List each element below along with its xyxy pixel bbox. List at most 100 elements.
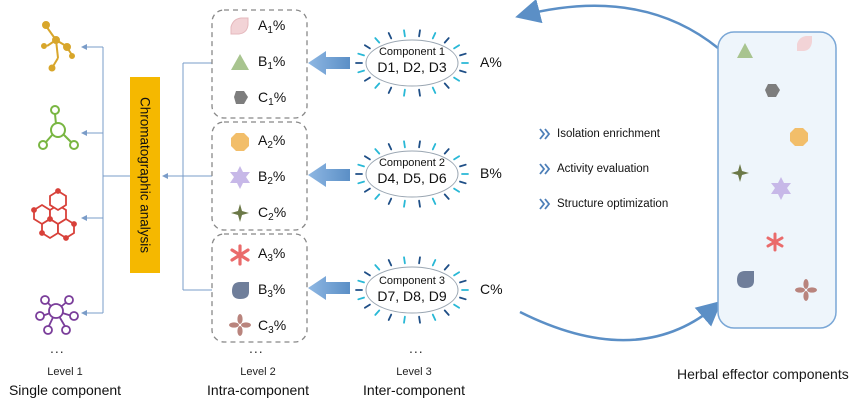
- sun-ray: [453, 187, 461, 193]
- sun-ray: [418, 256, 421, 265]
- clover-icon: [795, 279, 817, 301]
- sun-ray: [453, 44, 461, 50]
- sun-ray: [431, 197, 437, 205]
- sun-ray: [357, 163, 365, 168]
- sun-ray: [363, 76, 371, 82]
- molecule-red-icon: [31, 188, 77, 241]
- sun-ray: [453, 155, 461, 161]
- component-2-arrow: [308, 163, 350, 187]
- sun-ray: [431, 86, 437, 94]
- sun-ray: [387, 32, 393, 40]
- sun-ray: [363, 303, 371, 309]
- drop-icon: [737, 271, 754, 288]
- component-3-title: Component 3: [378, 275, 446, 287]
- petal-icon: [797, 36, 812, 51]
- group-box-3: [211, 233, 308, 343]
- octagon-icon: [790, 128, 808, 146]
- component-3-arrow: [308, 276, 350, 300]
- sun-ray: [431, 313, 437, 321]
- sun-ray: [363, 44, 371, 50]
- sun-ray: [374, 193, 381, 200]
- component-ellipse: [365, 150, 459, 198]
- sun-ray: [357, 180, 365, 185]
- sun-ray: [459, 180, 467, 185]
- sun-ray: [459, 296, 467, 301]
- sun-ray: [387, 197, 393, 205]
- component-2-title: Component 2: [378, 157, 446, 169]
- chromatographic-analysis-bar: Chromatographic analysis: [130, 77, 160, 273]
- triangle-icon: [231, 54, 249, 70]
- component-1-percent: A%: [480, 54, 502, 70]
- step-isolation-enrichment: Isolation enrichment: [557, 128, 660, 140]
- cycle-arrow-bottom: [519, 300, 722, 342]
- herbal-effector-components-label: Herbal effector components: [677, 366, 849, 382]
- sun-ray: [443, 264, 450, 271]
- sun-ray: [374, 264, 381, 271]
- clover-icon: [229, 314, 251, 336]
- sun-ray: [363, 271, 371, 277]
- drop-icon: [232, 282, 249, 299]
- level3-label: Level 3: [396, 366, 432, 378]
- double-chevron-icon: [539, 163, 551, 175]
- sun-ray: [443, 148, 450, 155]
- sun-ray: [453, 303, 461, 309]
- six-point-star-icon: [771, 177, 791, 200]
- molecule-gold-icon: [41, 21, 75, 72]
- level1-ellipsis: ...: [50, 340, 65, 356]
- group3-c-label: C3%: [258, 317, 287, 336]
- sun-ray: [387, 143, 393, 151]
- sun-ray: [418, 140, 421, 149]
- double-chevron-icon: [539, 198, 551, 210]
- herbal-panel: [717, 31, 837, 329]
- petal-icon: [230, 17, 249, 35]
- sun-ray: [459, 279, 467, 284]
- group3-b-label: B3%: [258, 281, 286, 300]
- sun-ray: [459, 163, 467, 168]
- six-point-star-icon: [230, 166, 250, 189]
- sun-ray: [387, 86, 393, 94]
- sun-ray: [418, 29, 421, 38]
- group2-c-label: C2%: [258, 204, 287, 223]
- level2-title: Intra-component: [207, 382, 309, 398]
- sun-ray: [418, 88, 421, 97]
- component-2-members: D4, D5, D6: [377, 170, 447, 186]
- sun-ray: [418, 315, 421, 324]
- group1-a-label: A1%: [258, 17, 286, 36]
- sun-ray: [443, 82, 450, 89]
- group3-a-label: A3%: [258, 245, 286, 264]
- sun-ray: [403, 199, 406, 208]
- group-box-1: [211, 9, 308, 119]
- group2-b-label: B2%: [258, 168, 286, 187]
- sun-ray: [374, 82, 381, 89]
- sun-ray: [403, 140, 406, 149]
- sun-ray: [403, 88, 406, 97]
- component-3-percent: C%: [480, 281, 503, 297]
- level3-title: Inter-component: [363, 382, 465, 398]
- sun-ray: [431, 143, 437, 151]
- hexagon-icon: [765, 84, 780, 97]
- component-1-members: D1, D2, D3: [377, 59, 447, 75]
- step-structure-optimization: Structure optimization: [557, 198, 669, 210]
- double-chevron-icon: [539, 128, 551, 140]
- sun-ray: [363, 155, 371, 161]
- sun-ray: [443, 37, 450, 44]
- molecule-purple-icon: [35, 295, 79, 335]
- sun-ray: [357, 52, 365, 57]
- sun-rays-icon: [355, 29, 469, 97]
- sun-rays-icon: [355, 256, 469, 324]
- sun-ray: [357, 296, 365, 301]
- sun-ray: [403, 29, 406, 38]
- octagon-icon: [231, 133, 249, 151]
- sun-ray: [453, 76, 461, 82]
- sun-ray: [374, 309, 381, 316]
- sun-ray: [443, 309, 450, 316]
- group2-a-label: A2%: [258, 132, 286, 151]
- sun-ray: [357, 69, 365, 74]
- level1-label: Level 1: [47, 366, 83, 378]
- sun-ray: [459, 52, 467, 57]
- sun-ray: [387, 313, 393, 321]
- level2-label: Level 2: [240, 366, 276, 378]
- sun-ray: [363, 187, 371, 193]
